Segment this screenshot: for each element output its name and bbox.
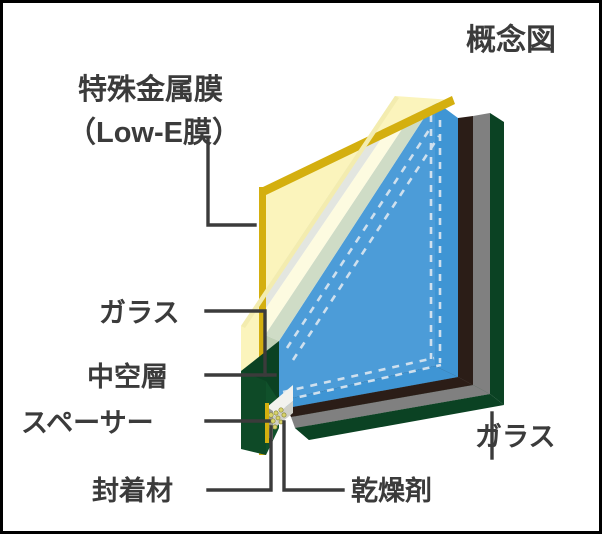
white-top-bevel <box>241 96 409 330</box>
label-hollow-layer: 中空層 <box>87 361 168 392</box>
label-desiccant: 乾燥剤 <box>351 475 432 506</box>
granule <box>268 412 274 418</box>
spacer-dash-diag-a <box>285 126 433 349</box>
label-spacer: スペーサー <box>21 408 154 438</box>
glass-section-diagram: 概念図 特殊金属膜 （Low-E膜） ガラス 中空層 スペーサー 封着材 乾燥剤… <box>21 23 556 506</box>
low-e-film-leader <box>206 136 257 227</box>
desiccant-granules <box>267 407 287 430</box>
spacer-dash-marks <box>282 115 442 402</box>
granule <box>272 424 278 430</box>
leader-lines <box>204 136 494 492</box>
hollow-bottom-edge <box>279 366 458 408</box>
granule <box>270 418 276 424</box>
label-low-e-film-line2: （Low-E膜） <box>67 116 241 149</box>
spacer-dash-bot-a <box>282 356 435 394</box>
spacer-dash-bot-b <box>285 363 442 402</box>
sealant-top-edge <box>458 116 473 385</box>
glass-left-leader <box>204 309 267 377</box>
bottom-rail-front-green <box>241 371 266 455</box>
glass-assembly <box>241 96 504 455</box>
spacer-desiccant-detail <box>265 385 293 443</box>
granule <box>273 410 279 416</box>
sealant-strip-gold <box>265 403 269 443</box>
glass-inner-face <box>241 96 452 449</box>
sealant-bottom-edge <box>287 377 473 417</box>
spacer-dash-diag-b <box>291 135 441 361</box>
granule <box>275 415 281 421</box>
label-low-e-film-line1: 特殊金属膜 <box>78 72 223 106</box>
figure-title: 概念図 <box>466 23 556 57</box>
spacer-bar-top <box>267 385 293 422</box>
low-e-film-top-edge <box>263 96 455 195</box>
sealant-leader <box>206 425 273 492</box>
label-sealant: 封着材 <box>92 475 173 506</box>
glass-inner-bevel-shade <box>241 96 399 328</box>
sage-top-bevel <box>265 99 435 341</box>
desiccant-leader <box>282 420 345 492</box>
spacer-top-edge <box>473 113 490 394</box>
hollow-face <box>279 101 435 401</box>
hollow-top-edge <box>435 101 458 377</box>
granule <box>278 407 284 413</box>
glass-outer-top-edge <box>490 113 504 405</box>
label-glass-right: ガラス <box>475 422 555 452</box>
granule <box>281 412 287 418</box>
glass-outer-bottom-edge <box>295 394 504 440</box>
cream-top-bevel <box>251 98 422 335</box>
spacer-bottom-edge <box>291 385 490 428</box>
label-glass-left: ガラス <box>99 298 179 328</box>
